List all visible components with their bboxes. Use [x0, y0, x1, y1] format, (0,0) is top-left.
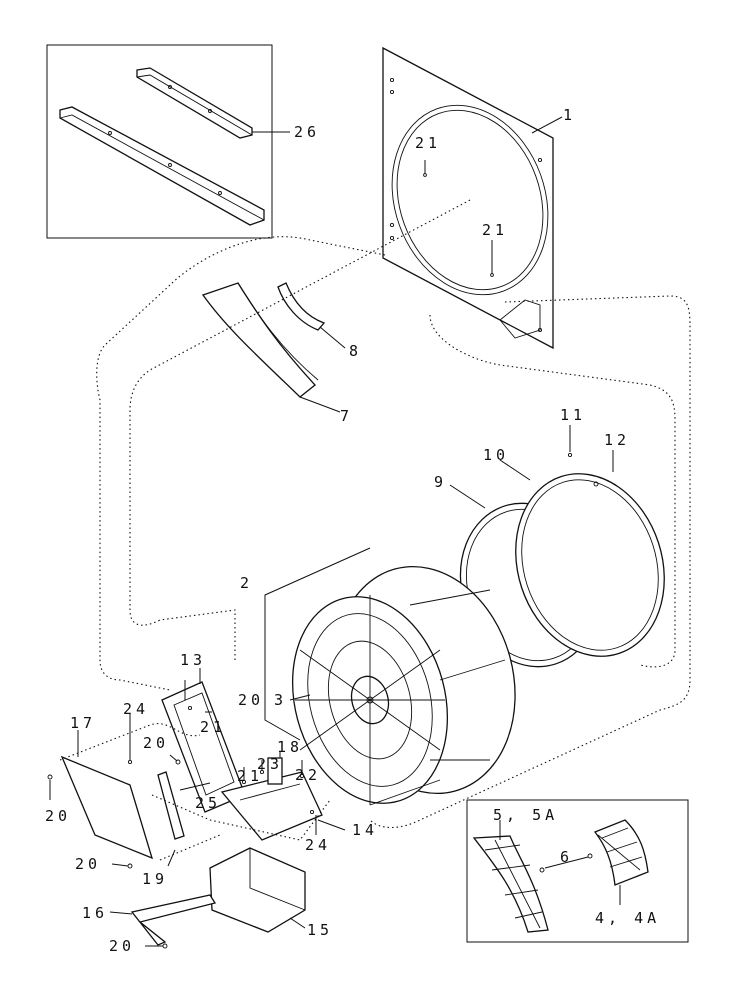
label-part-16: 16 [82, 904, 108, 922]
label-part-20-lower: 20 [75, 855, 101, 873]
label-part-25: 25 [195, 794, 221, 812]
label-part-12: 12 [604, 431, 630, 449]
inset-box-rails [46, 44, 290, 239]
label-part-8: 8 [349, 342, 362, 360]
label-part-5-5a: 5, 5A [493, 806, 558, 824]
label-part-26: 26 [294, 123, 320, 141]
label-part-18: 18 [277, 738, 303, 756]
label-part-23: 23 [257, 755, 283, 773]
shroud-segment [201, 282, 341, 413]
label-part-2: 2 [240, 574, 253, 592]
shroud-panel [382, 46, 563, 350]
label-part-14: 14 [352, 821, 378, 839]
bracket-16 [109, 894, 217, 946]
label-part-1: 1 [563, 106, 576, 124]
label-part-21-upper: 21 [415, 134, 441, 152]
label-part-20-mid: 20 [143, 734, 169, 752]
label-part-20-top: 20 [238, 691, 264, 709]
callout-labels: 26 1 21 21 8 7 11 12 10 9 2 3 13 20 21 1… [45, 106, 660, 955]
side-panel-17 [60, 730, 154, 860]
inset-box-guards [466, 799, 689, 943]
label-part-10: 10 [483, 446, 509, 464]
label-part-6: 6 [560, 848, 573, 866]
label-part-7: 7 [340, 407, 353, 425]
fan [289, 565, 516, 806]
label-part-21-bracket: 21 [200, 718, 226, 736]
label-part-19: 19 [142, 870, 168, 888]
label-part-13: 13 [180, 651, 206, 669]
label-part-20-left: 20 [45, 807, 71, 825]
label-part-24-bottom: 24 [305, 836, 331, 854]
label-part-15: 15 [307, 921, 333, 939]
rail-upper [136, 67, 253, 139]
cover-15 [209, 847, 306, 933]
label-part-20-bottom: 20 [109, 937, 135, 955]
ring-inner [499, 459, 665, 657]
label-part-24-left: 24 [123, 700, 149, 718]
strap [277, 282, 346, 349]
label-part-11: 11 [560, 406, 586, 424]
label-part-3: 3 [274, 691, 287, 709]
label-part-9: 9 [434, 473, 447, 491]
label-part-22: 22 [295, 766, 321, 784]
label-part-21-right: 21 [482, 221, 508, 239]
strip-19 [157, 771, 185, 840]
label-part-21-lower: 21 [237, 767, 263, 785]
rail-lower [59, 106, 265, 226]
bracket-14 [220, 757, 346, 841]
label-part-17: 17 [70, 714, 96, 732]
label-part-4-4a: 4, 4A [595, 909, 660, 927]
